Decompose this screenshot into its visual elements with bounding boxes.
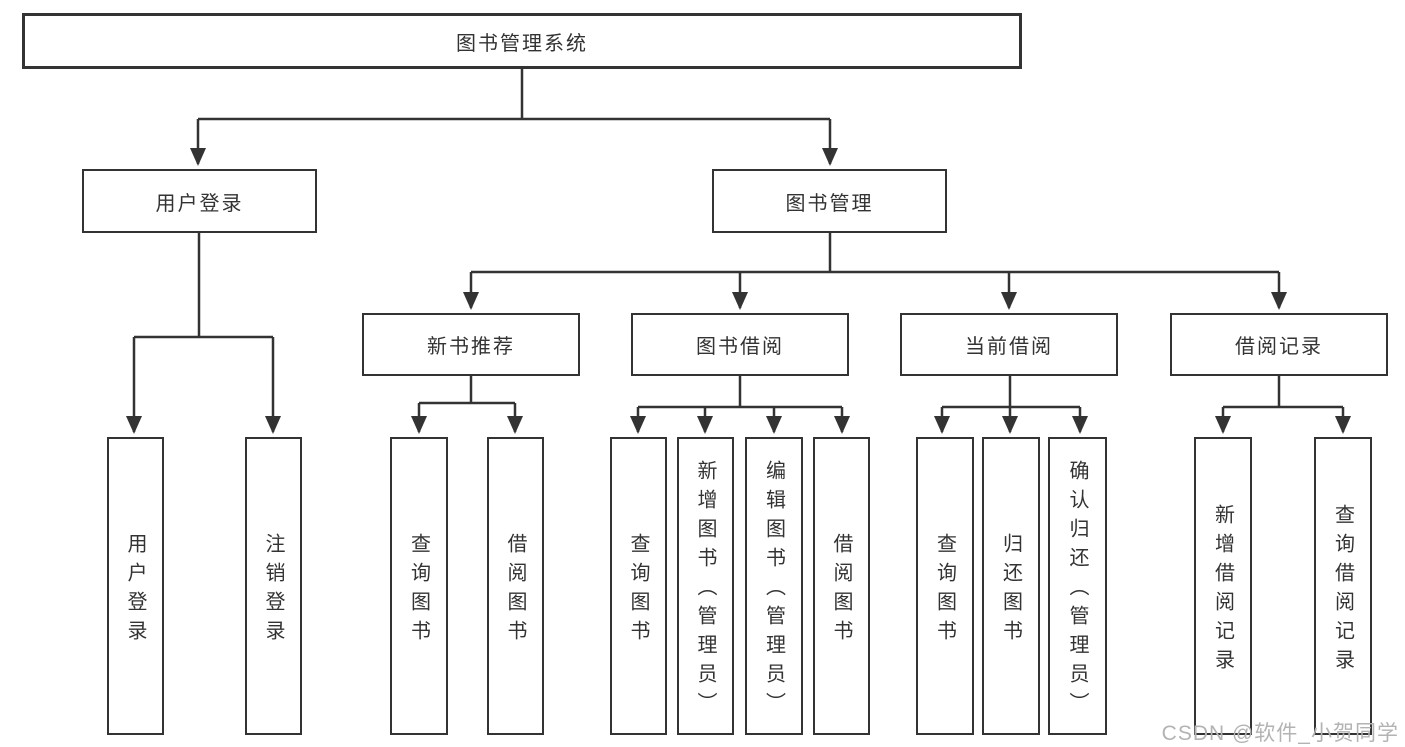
node-leaf-add-borrow-record: 新增借阅记录: [1194, 437, 1252, 735]
node-leaf-query-books-3: 查询图书: [916, 437, 974, 735]
node-leaf-return-book: 归还图书: [982, 437, 1040, 735]
node-leaf-add-book-admin: 新增图书（管理员）: [677, 437, 734, 735]
node-leaf-query-books-2: 查询图书: [610, 437, 667, 735]
csdn-watermark: CSDN @软件_小贺同学: [1161, 722, 1399, 745]
leaf-label: 新增图书（管理员）: [694, 460, 716, 721]
leaf-label: 查询图书: [933, 532, 956, 649]
leaf-label: 用户登录: [124, 532, 146, 649]
node-leaf-edit-book-admin: 编辑图书（管理员）: [745, 437, 803, 735]
leaf-label: 注销登录: [262, 532, 284, 649]
leaf-label: 查询图书: [627, 532, 649, 649]
node-book-management: 图书管理: [712, 169, 947, 233]
leaf-label: 归还图书: [999, 532, 1022, 649]
node-current-borrow: 当前借阅: [900, 313, 1118, 376]
node-leaf-borrow-books-2: 借阅图书: [813, 437, 870, 735]
node-leaf-query-books-1: 查询图书: [390, 437, 448, 735]
node-book-borrow: 图书借阅: [631, 313, 849, 376]
node-leaf-user-login: 用户登录: [107, 437, 164, 735]
node-leaf-query-borrow-record: 查询借阅记录: [1314, 437, 1372, 735]
leaf-label: 确认归还（管理员）: [1066, 460, 1088, 721]
leaf-label: 借阅图书: [504, 532, 526, 649]
leaf-label: 查询借阅记录: [1331, 503, 1354, 678]
leaf-label: 新增借阅记录: [1211, 503, 1234, 678]
node-user-login: 用户登录: [82, 169, 317, 233]
leaf-label: 借阅图书: [830, 532, 852, 649]
node-leaf-logout: 注销登录: [245, 437, 302, 735]
leaf-label: 查询图书: [407, 532, 430, 649]
node-new-book-recommend: 新书推荐: [362, 313, 580, 376]
node-leaf-borrow-books-1: 借阅图书: [487, 437, 544, 735]
node-leaf-confirm-return-admin: 确认归还（管理员）: [1048, 437, 1107, 735]
node-borrow-records: 借阅记录: [1170, 313, 1388, 376]
leaf-label: 编辑图书（管理员）: [762, 460, 785, 721]
node-root-library-system: 图书管理系统: [22, 13, 1022, 69]
